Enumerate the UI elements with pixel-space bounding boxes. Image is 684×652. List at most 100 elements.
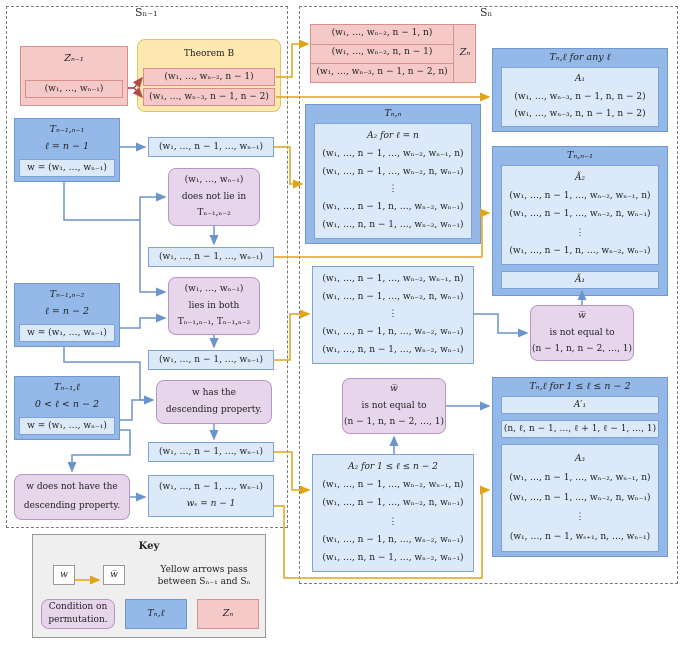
t-n1-line-4: (w₁, …, n − 1, n, …, wₙ₋₂, wₙ₋₁) — [509, 245, 651, 256]
t-nn-line-3: ⋮ — [388, 184, 398, 195]
key-note-line-2: between Sₙ₋₁ and Sₙ — [157, 577, 251, 587]
tuple-e-line-2: wₛ = n − 1 — [186, 499, 236, 509]
t-nn-inner: A₂ for ℓ = n (w₁, …, n − 1, …, wₙ₋₂, wₙ₋… — [314, 123, 472, 239]
key-condition-line-1: Condition on — [48, 602, 108, 612]
theorem-b-box: Theorem B (w₁, …, wₙ₋₂, n − 1) (w₁, …, w… — [137, 39, 281, 112]
key-tnl: Tₙ,ℓ — [125, 599, 187, 629]
t-any-title: Tₙ,ℓ for any ℓ — [549, 52, 611, 63]
t-l-mid: (n, ℓ, n − 1, …, ℓ + 1, ℓ − 1, …, 1) — [501, 420, 659, 438]
t-n1n1-title: Tₙ₋₁,ₙ₋₁ — [49, 124, 85, 135]
tuple-e-line-1: (w₁, …, n − 1, …, wₙ₋₁) — [159, 482, 263, 492]
t-n1-title: Tₙ,ₙ₋₁ — [567, 150, 593, 161]
cond-not-lie: (w₁, …, wₙ₋₁) does not lie in Tₙ₋₁,ₙ₋₂ — [168, 168, 260, 226]
t-n1l-title: Tₙ₋₁,ℓ — [54, 382, 80, 393]
arrow-list-mid-to-wbar1 — [474, 313, 529, 338]
region-s-n-minus-1-title: Sₙ₋₁ — [135, 6, 158, 19]
a2-low-line-3: ⋮ — [388, 516, 398, 527]
key-note-line-1: Yellow arrows pass — [160, 565, 248, 575]
arrow-tn1n2-to-both — [120, 313, 167, 329]
t-n1-inner: Ã₂ (w₁, …, n − 1, …, wₙ₋₂, wₙ₋₁, n) (w₁,… — [501, 165, 659, 265]
cond-descending-line-2: descending property. — [165, 405, 263, 416]
t-l-line-1: (w₁, …, n − 1, …, wₙ₋₂, wₙ₋₁, n) — [509, 473, 651, 483]
t-nn-line-5: (w₁, …, n, n − 1, …, wₙ₋₂, wₙ₋₁) — [322, 220, 464, 231]
region-s-n — [299, 6, 678, 584]
key-w-box: w — [53, 565, 75, 585]
arrow-tn1l-to-nodesc — [67, 429, 131, 473]
tuple-d: (w₁, …, n − 1, …, wₙ₋₁) — [148, 442, 274, 462]
arrow-tn1l-to-desc — [120, 395, 155, 421]
wbar-cond-2-line-1: is not equal to — [361, 400, 427, 411]
t-any-sub: A₁ — [574, 74, 586, 85]
cond-descending-line-1: w has the — [192, 387, 236, 398]
a2-low-title: A₂ for 1 ≤ ℓ ≤ n − 2 — [348, 462, 438, 473]
t-nn-title: Tₙ,ₙ — [384, 108, 402, 119]
key-zn: Zₙ — [197, 599, 259, 629]
list-mid-line-1: (w₁, …, n − 1, …, wₙ₋₂, wₙ₋₁, n) — [322, 273, 464, 284]
wbar-cond-1: w̅ is not equal to (n − 1, n, n − 2, …, … — [530, 305, 634, 361]
zn-separator — [453, 25, 454, 82]
tuple-c: (w₁, …, n − 1, …, wₙ₋₁) — [148, 350, 274, 370]
t-n1l-cond: 0 < ℓ < n − 2 — [34, 399, 100, 410]
wbar-cond-2-w: w̅ — [390, 384, 398, 395]
t-nn-box: Tₙ,ₙ A₂ for ℓ = n (w₁, …, n − 1, …, wₙ₋₂… — [305, 104, 481, 244]
region-s-n-minus-1 — [6, 6, 288, 528]
t-l-line-2: (w₁, …, n − 1, …, wₙ₋₂, n, wₙ₋₁) — [509, 492, 651, 503]
wbar-cond-1-w: w̅ — [578, 311, 586, 322]
zn-line-2: (w₁, …, wₙ₋₂, n, n − 1) — [331, 47, 433, 57]
key-panel: Key w w̅ Yellow arrows pass between Sₙ₋₁… — [32, 534, 266, 638]
t-nn-line-4: (w₁, …, n − 1, n, …, wₙ₋₂, wₙ₋₁) — [322, 202, 464, 213]
zn-divider-2 — [311, 63, 453, 64]
cond-no-descending: w does not have the descending property. — [14, 474, 130, 520]
tuple-a: (w₁, …, n − 1, …, wₙ₋₁) — [148, 137, 274, 157]
theorem-b-line-2: (w₁, …, wₙ₋₃, n − 1, n − 2) — [143, 88, 275, 106]
t-l-box: Tₙ,ℓ for 1 ≤ ℓ ≤ n − 2 A′₁ (n, ℓ, n − 1,… — [492, 377, 668, 557]
t-n1n1-cond: ℓ = n − 1 — [44, 141, 90, 152]
t-n1l-w: w = (w₁, …, wₙ₋₁) — [19, 417, 115, 435]
tuple-b: (w₁, …, n − 1, …, wₙ₋₁) — [148, 247, 274, 267]
tuple-e: (w₁, …, n − 1, …, wₙ₋₁) wₛ = n − 1 — [148, 475, 274, 517]
t-n1-line-3: ⋮ — [575, 227, 585, 238]
a2-low-line-4: (w₁, …, n − 1, n, …, wₙ₋₂, wₙ₋₁) — [322, 534, 464, 545]
key-title: Key — [138, 541, 160, 552]
arrow-tuple-e-to-tl — [274, 485, 491, 579]
wbar-cond-1-line-1: is not equal to — [549, 327, 615, 338]
theorem-b-line-1: (w₁, …, wₙ₋₂, n − 1) — [143, 68, 275, 86]
t-n1-line-1: (w₁, …, n − 1, …, wₙ₋₂, wₙ₋₁, n) — [509, 191, 651, 202]
wbar-cond-2-line-2: (n − 1, n, n − 2, …, 1) — [343, 416, 444, 427]
arrow-tuple-b-to-tn1 — [274, 208, 491, 258]
wbar-cond-1-line-2: (n − 1, n, n − 2, …, 1) — [531, 343, 632, 354]
wbar-cond-2: w̅ is not equal to (n − 1, n, n − 2, …, … — [342, 378, 446, 434]
key-condition: Condition on permutation. — [41, 599, 115, 629]
cond-lies-both: (w₁, …, wₙ₋₁) lies in both Tₙ₋₁,ₙ₋₁, Tₙ₋… — [168, 277, 260, 335]
t-n1n2-box: Tₙ₋₁,ₙ₋₂ ℓ = n − 2 w = (w₁, …, wₙ₋₁) — [14, 283, 120, 347]
t-n1-sub2: Ã₁ — [501, 271, 659, 289]
t-nn-line-1: (w₁, …, n − 1, …, wₙ₋₂, wₙ₋₁, n) — [322, 148, 464, 159]
list-mid-line-4: (w₁, …, n − 1, n, …, wₙ₋₂, wₙ₋₁) — [322, 327, 464, 338]
cond-lies-both-line-2: lies in both — [188, 300, 240, 311]
list-mid-line-3: ⋮ — [388, 309, 398, 320]
a2-low-line-1: (w₁, …, n − 1, …, wₙ₋₂, wₙ₋₁, n) — [322, 480, 464, 491]
zn-divider-1 — [311, 44, 453, 45]
cond-lies-both-line-3: Tₙ₋₁,ₙ₋₁, Tₙ₋₁,ₙ₋₂ — [177, 317, 251, 328]
zn-line-3: (w₁, …, wₙ₋₃, n − 1, n − 2, n) — [316, 67, 448, 77]
t-l-sub3: A₃ — [574, 453, 586, 464]
cond-no-descending-line-2: descending property. — [23, 500, 121, 511]
z-prev-tuple: (w₁, …, wₙ₋₁) — [25, 80, 123, 98]
t-nn-sub: A₂ for ℓ = n — [367, 130, 419, 141]
cond-no-descending-line-1: w does not have the — [26, 482, 118, 493]
cond-not-lie-line-1: (w₁, …, wₙ₋₁) — [184, 174, 244, 185]
t-n1n2-cond: ℓ = n − 2 — [44, 306, 90, 317]
t-l-sub1: A′₁ — [501, 396, 659, 414]
zn-label: Zₙ — [459, 47, 471, 58]
arrow-tuple-a-to-tnn — [274, 146, 304, 189]
a2-low-box: A₂ for 1 ≤ ℓ ≤ n − 2 (w₁, …, n − 1, …, w… — [312, 454, 474, 572]
list-mid-line-5: (w₁, …, n, n − 1, …, wₙ₋₂, wₙ₋₁) — [322, 345, 464, 356]
cond-not-lie-line-3: Tₙ₋₁,ₙ₋₂ — [197, 208, 231, 219]
arrow-tuple-c-to-list-mid — [274, 309, 311, 361]
t-l-inner: A₃ (w₁, …, n − 1, …, wₙ₋₂, wₙ₋₁, n) (w₁,… — [501, 444, 659, 552]
t-any-inner: A₁ (w₁, …, wₙ₋₃, n − 1, n, n − 2) (w₁, …… — [501, 67, 659, 127]
t-n1n1-box: Tₙ₋₁,ₙ₋₁ ℓ = n − 1 w = (w₁, …, wₙ₋₁) — [14, 118, 120, 182]
key-condition-line-2: permutation. — [48, 615, 108, 625]
t-nn-line-2: (w₁, …, n − 1, …, wₙ₋₂, n, wₙ₋₁) — [322, 166, 464, 177]
